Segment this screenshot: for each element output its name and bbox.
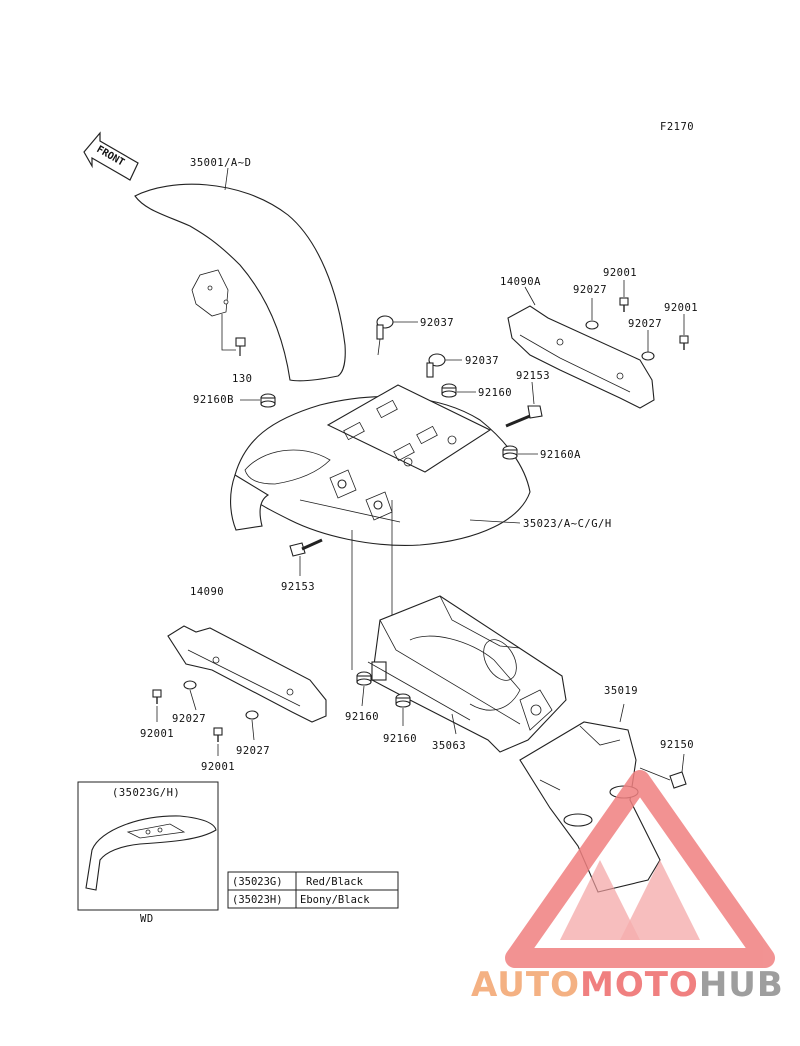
bracket-left [167,625,327,723]
grommet-icon [441,383,476,398]
color-table-code: (35023G) [232,876,283,888]
part-label-92001-r2: 92001 [664,302,698,314]
part-label-92001-l2: 92001 [201,761,235,773]
bolt-icon [152,689,162,722]
watermark-part1: AUTO [471,965,580,1005]
part-label-92160B: 92160B [193,394,234,406]
part-label-92027-r1: 92027 [573,284,607,296]
grommet-icon [395,693,411,726]
grommet-icon [502,445,538,460]
grommet-icon [356,671,372,707]
part-label-14090: 14090 [190,586,224,598]
front-arrow-icon: FRONT [83,131,139,181]
part-label-92001-r1: 92001 [603,267,637,279]
mud-flap-35019 [519,703,661,893]
inset-box [77,781,219,911]
color-table-code: (35023H) [232,894,283,906]
part-label-92037-1: 92037 [420,317,454,329]
part-label-front-fender: 35001/A~D [190,157,251,169]
part-label-92160-mid2: 92160 [383,733,417,745]
part-label-130: 130 [232,373,252,385]
watermark-logo [505,770,775,968]
color-table-color: Red/Black [306,876,364,888]
bolt-icon [505,381,543,428]
part-label-35019: 35019 [604,685,638,697]
watermark-part3: HUB [699,965,784,1005]
bolt-icon [619,280,629,312]
bolt-icon [221,314,246,356]
part-label-92153-top: 92153 [516,370,550,382]
figure-code: F2170 [660,121,694,133]
part-label-92001-l1: 92001 [140,728,174,740]
part-label-92027-r2: 92027 [628,318,662,330]
part-label-14090A: 14090A [500,276,541,288]
part-label-92160A: 92160A [540,449,581,461]
part-label-rear-fender: 35023/A~C/G/H [523,518,612,530]
rear-fender [230,384,531,546]
part-label-92027-l1: 92027 [172,713,206,725]
part-label-92150: 92150 [660,739,694,751]
color-table-color: Ebony/Black [300,894,370,906]
housing-35063 [367,595,567,753]
bolt-icon [679,314,689,350]
part-label-35063: 35063 [432,740,466,752]
part-label-92037-2: 92037 [465,355,499,367]
washer-icon [245,710,259,741]
washer-icon [641,330,655,361]
front-fender [134,167,346,382]
inset-title: (35023G/H) [112,787,180,799]
bolt-icon [213,727,223,756]
part-label-92153-left: 92153 [281,581,315,593]
bracket-right [507,286,655,409]
washer-icon [183,680,197,711]
watermark-text: AUTOMOTOHUB [471,965,784,1005]
watermark-part2: MOTO [580,965,699,1005]
color-table [227,871,399,909]
clamp-icon [426,353,462,378]
bolt-icon [289,538,323,576]
inset-caption: WD [140,913,154,925]
part-label-92160-mid1: 92160 [345,711,379,723]
clamp-icon [376,315,418,356]
bolt-icon [639,753,687,789]
part-label-92027-l2: 92027 [236,745,270,757]
part-label-92160-top: 92160 [478,387,512,399]
washer-icon [585,298,599,330]
grommet-icon [240,393,276,408]
